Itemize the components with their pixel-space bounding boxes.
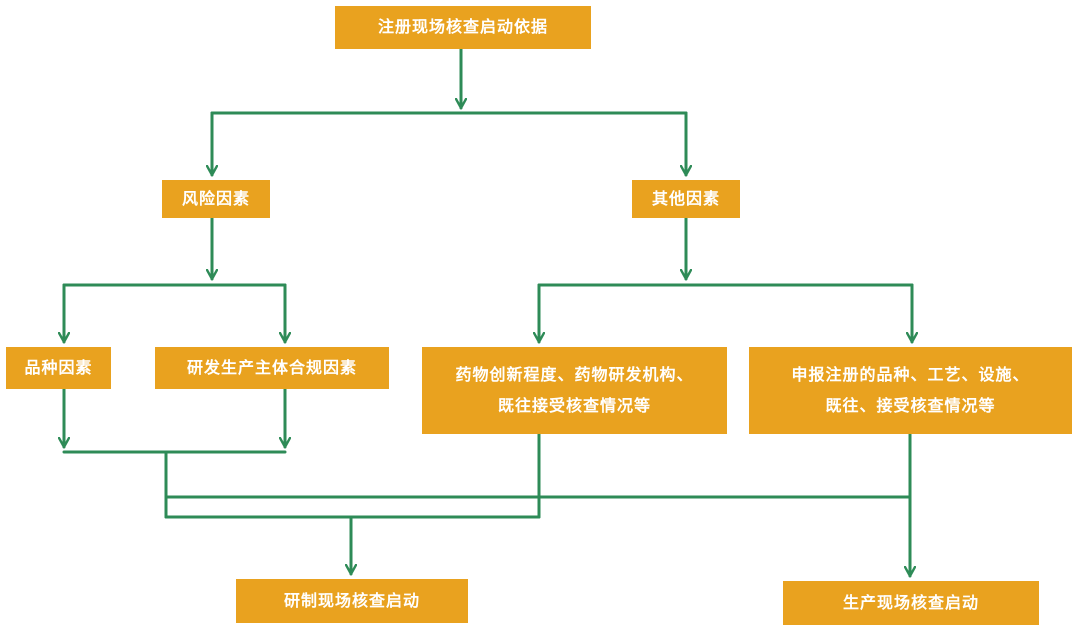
node-rd-site-inspection-label: 研制现场核查启动 <box>283 590 420 610</box>
node-other-factors: 其他因素 <box>632 180 740 218</box>
node-drug-innovation: 药物创新程度、药物研发机构、 既往接受核查情况等 <box>422 347 727 434</box>
node-drug-innovation-line2: 既往接受核查情况等 <box>497 395 651 415</box>
node-application-info: 申报注册的品种、工艺、设施、 既往、接受核查情况等 <box>749 347 1072 434</box>
node-entity-compliance: 研发生产主体合规因素 <box>155 347 389 389</box>
node-other-factors-label: 其他因素 <box>651 188 720 208</box>
node-risk-factors-label: 风险因素 <box>181 188 250 208</box>
node-application-info-line1: 申报注册的品种、工艺、设施、 <box>791 365 1030 385</box>
node-inspection-basis: 注册现场核查启动依据 <box>335 6 591 49</box>
node-application-info-line2: 既往、接受核查情况等 <box>825 395 996 415</box>
node-inspection-basis-label: 注册现场核查启动依据 <box>377 17 548 37</box>
node-production-site-inspection-label: 生产现场核查启动 <box>842 592 979 612</box>
node-variety-factors: 品种因素 <box>6 347 111 389</box>
node-risk-factors: 风险因素 <box>162 180 270 218</box>
node-entity-compliance-label: 研发生产主体合规因素 <box>186 357 357 377</box>
node-rd-site-inspection: 研制现场核查启动 <box>236 579 468 623</box>
node-drug-innovation-line1: 药物创新程度、药物研发机构、 <box>455 365 694 385</box>
node-variety-factors-label: 品种因素 <box>24 357 93 377</box>
node-production-site-inspection: 生产现场核查启动 <box>783 581 1039 625</box>
